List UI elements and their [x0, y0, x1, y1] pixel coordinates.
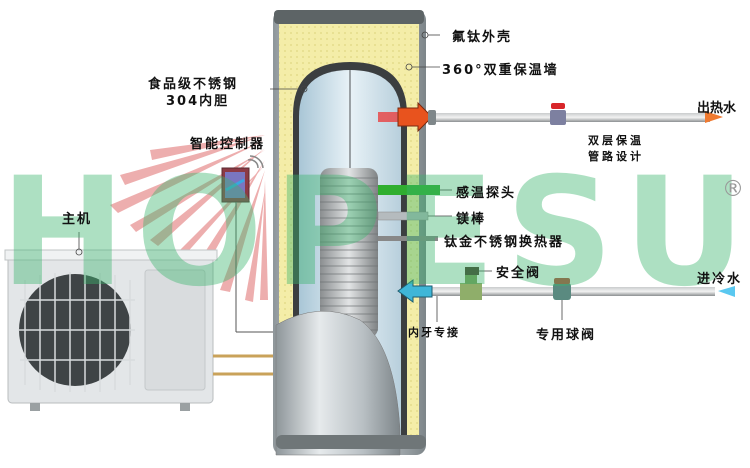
label-inner-tank-line1: 食品级不锈钢: [148, 77, 239, 92]
registered-mark: ®: [722, 177, 744, 202]
label-outer-shell: 氟钛外壳: [452, 30, 513, 45]
water-tank: [273, 10, 440, 456]
label-temp-sensor: 感温探头: [456, 186, 517, 201]
hot-water-pipe: [378, 101, 723, 133]
outdoor-unit: [4, 249, 278, 411]
leader-lines: [75, 31, 563, 322]
label-heat-exchanger: 钛金不锈钢换热器: [444, 235, 565, 250]
label-cold-water-in: 进冷水: [697, 272, 743, 287]
label-hot-water-out: 出热水: [697, 101, 737, 116]
cold-water-pipe: [397, 267, 735, 303]
label-insulation: 360°双重保温墙: [442, 63, 559, 78]
label-safety-valve: 安全阀: [496, 266, 542, 281]
label-pipe-design-line2: 管路设计: [588, 150, 644, 163]
label-main-unit: 主机: [62, 212, 93, 227]
label-magnesium-rod: 镁棒: [456, 212, 487, 227]
label-ball-valve: 专用球阀: [536, 328, 597, 343]
label-inner-tank-line2: 304内胆: [166, 94, 230, 109]
label-pipe-design-line1: 双层保温: [588, 134, 644, 147]
label-controller: 智能控制器: [190, 137, 266, 152]
smart-controller: [221, 155, 278, 333]
label-inner-thread-joint: 内牙专接: [408, 326, 460, 339]
